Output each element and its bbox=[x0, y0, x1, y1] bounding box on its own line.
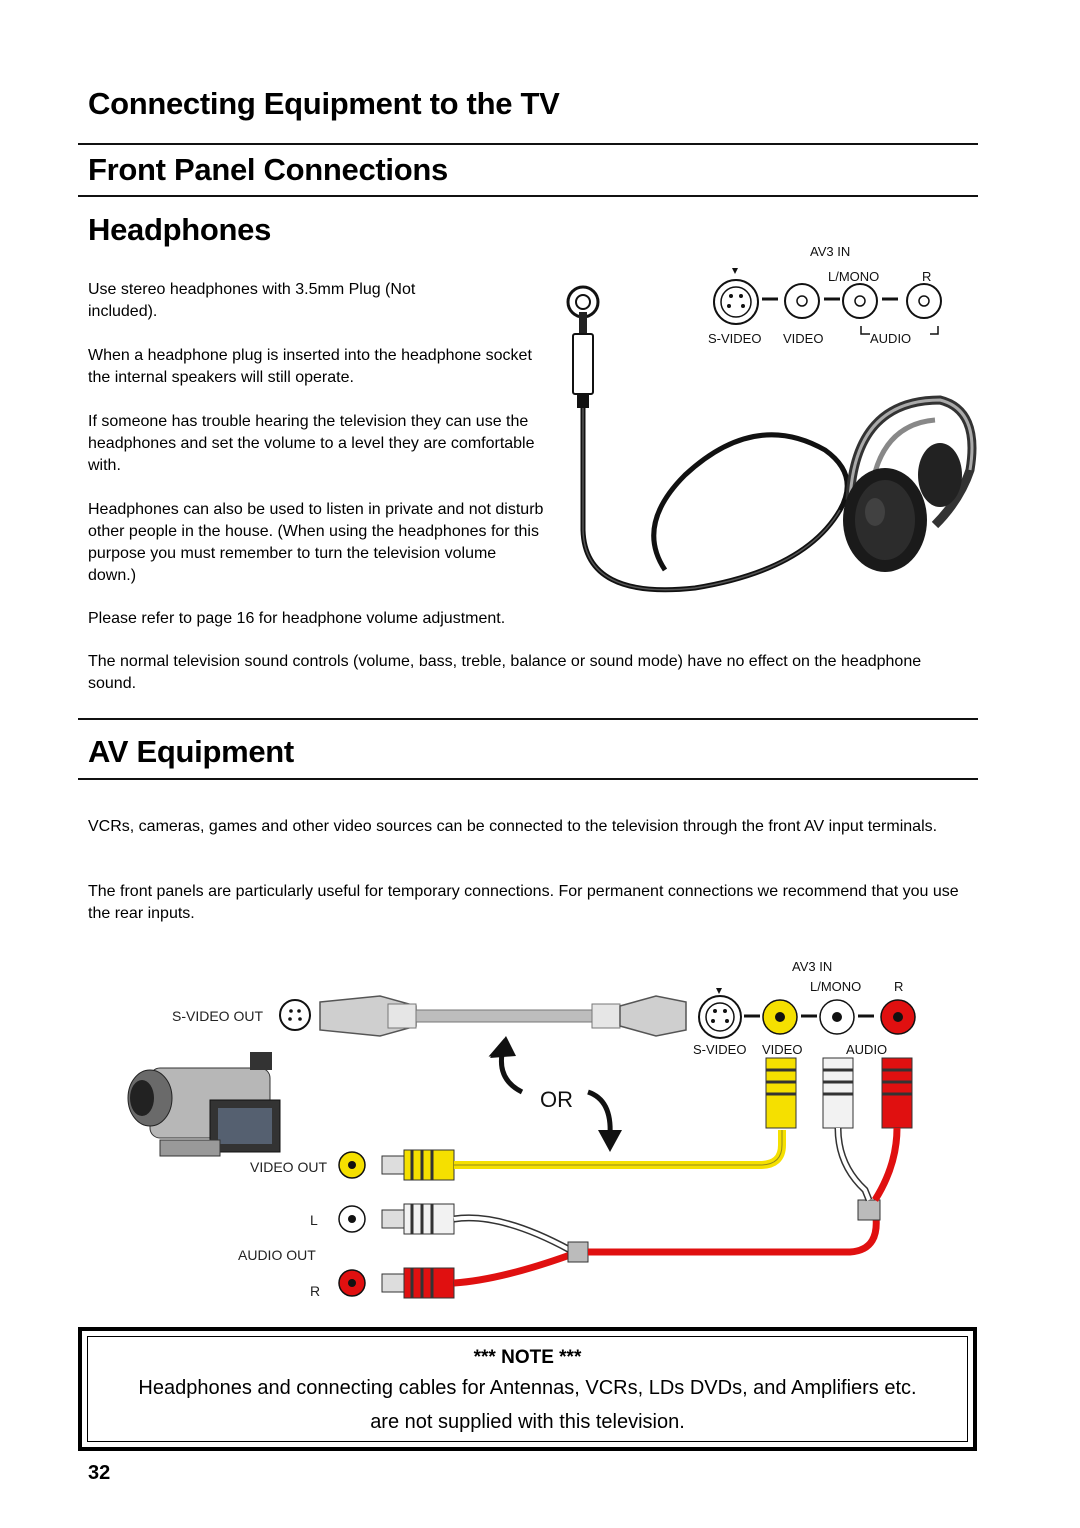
headphones-para-3: If someone has trouble hearing the telev… bbox=[88, 413, 535, 474]
divider bbox=[78, 195, 978, 197]
divider bbox=[78, 778, 978, 780]
note-line-2: are not supplied with this television. bbox=[370, 1411, 685, 1433]
diagram-svideo-label: S-VIDEO bbox=[693, 1042, 746, 1057]
video-out-label: VIDEO OUT bbox=[250, 1159, 327, 1175]
page-number: 32 bbox=[88, 1462, 111, 1484]
or-label: OR bbox=[540, 1087, 573, 1112]
svideo-out-label: S-VIDEO OUT bbox=[172, 1008, 263, 1024]
av-connection-diagram: AV3 IN L/MONO R S-VIDEO VIDEO AUDIO S-VI… bbox=[127, 959, 916, 1299]
panel-video-label: VIDEO bbox=[783, 331, 824, 346]
camcorder-icon bbox=[127, 1052, 281, 1157]
headphones-heading: Headphones bbox=[88, 212, 272, 247]
av-heading: AV Equipment bbox=[88, 734, 294, 769]
note-box: *** NOTE *** Headphones and connecting c… bbox=[78, 1327, 977, 1451]
divider bbox=[78, 143, 978, 145]
av-para-2: The front panels are particularly useful… bbox=[88, 883, 959, 922]
diagram-r-label: R bbox=[894, 979, 903, 994]
panel-r-label: R bbox=[922, 269, 932, 284]
headphones-para-2: When a headphone plug is inserted into t… bbox=[88, 347, 532, 386]
av3-panel-top bbox=[713, 268, 942, 335]
note-line-1: Headphones and connecting cables for Ant… bbox=[138, 1377, 917, 1399]
panel-lmono-label: L/MONO bbox=[828, 269, 880, 284]
note-title: *** NOTE *** bbox=[473, 1347, 582, 1368]
panel-svideo-label: S-VIDEO bbox=[708, 331, 762, 346]
audio-out-label: AUDIO OUT bbox=[238, 1247, 316, 1263]
headphones-para-4: Headphones can also be used to listen in… bbox=[88, 501, 544, 584]
l-label: L bbox=[310, 1212, 318, 1228]
diagram-video-label: VIDEO bbox=[762, 1042, 802, 1057]
section-title: Front Panel Connections bbox=[88, 152, 448, 187]
av-para-1: VCRs, cameras, games and other video sou… bbox=[88, 818, 938, 835]
diagram-panel-title: AV3 IN bbox=[792, 959, 832, 974]
divider bbox=[78, 718, 978, 720]
headphones-para-6: The normal television sound controls (vo… bbox=[88, 653, 922, 692]
diagram-audio-label: AUDIO bbox=[846, 1042, 887, 1057]
note-inner-border: *** NOTE *** Headphones and connecting c… bbox=[87, 1336, 968, 1442]
headphones-para-5: Please refer to page 16 for headphone vo… bbox=[88, 610, 506, 627]
panel-title: AV3 IN bbox=[810, 244, 851, 259]
r-out-label: R bbox=[310, 1283, 320, 1299]
headphones-illustration bbox=[566, 285, 977, 593]
diagram-lmono-label: L/MONO bbox=[810, 979, 861, 994]
page-title: Connecting Equipment to the TV bbox=[88, 86, 560, 121]
panel-audio-label: AUDIO bbox=[870, 331, 912, 346]
headphones-para-1: Use stereo headphones with 3.5mm Plug (N… bbox=[88, 281, 416, 320]
